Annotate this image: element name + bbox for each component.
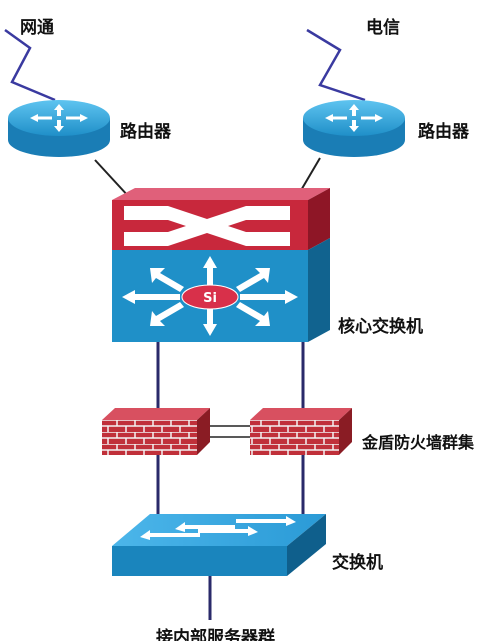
core-switch-logo-text: Si [203, 291, 217, 306]
firewall-left-icon [102, 408, 210, 455]
access-switch-label: 交换机 [332, 553, 383, 573]
access-switch-icon [112, 514, 326, 576]
link-router-right-core [299, 157, 321, 193]
firewall-cluster-label: 金盾防火墙群集 [362, 433, 475, 452]
isp-right-label: 电信 [366, 18, 400, 38]
wan-link-left [4, 28, 56, 102]
core-switch-icon: Si [112, 188, 330, 342]
router-right-label: 路由器 [418, 122, 469, 142]
router-left-label: 路由器 [120, 122, 171, 142]
core-switch-label: 核心交换机 [338, 317, 423, 337]
wan-link-right [306, 28, 366, 102]
firewall-right-icon [250, 408, 352, 455]
servers-label: 接内部服务器群 [156, 628, 275, 641]
router-left-icon [8, 100, 110, 157]
router-right-icon [303, 100, 405, 157]
isp-left-label: 网通 [20, 18, 54, 38]
link-router-left-core [94, 159, 131, 199]
